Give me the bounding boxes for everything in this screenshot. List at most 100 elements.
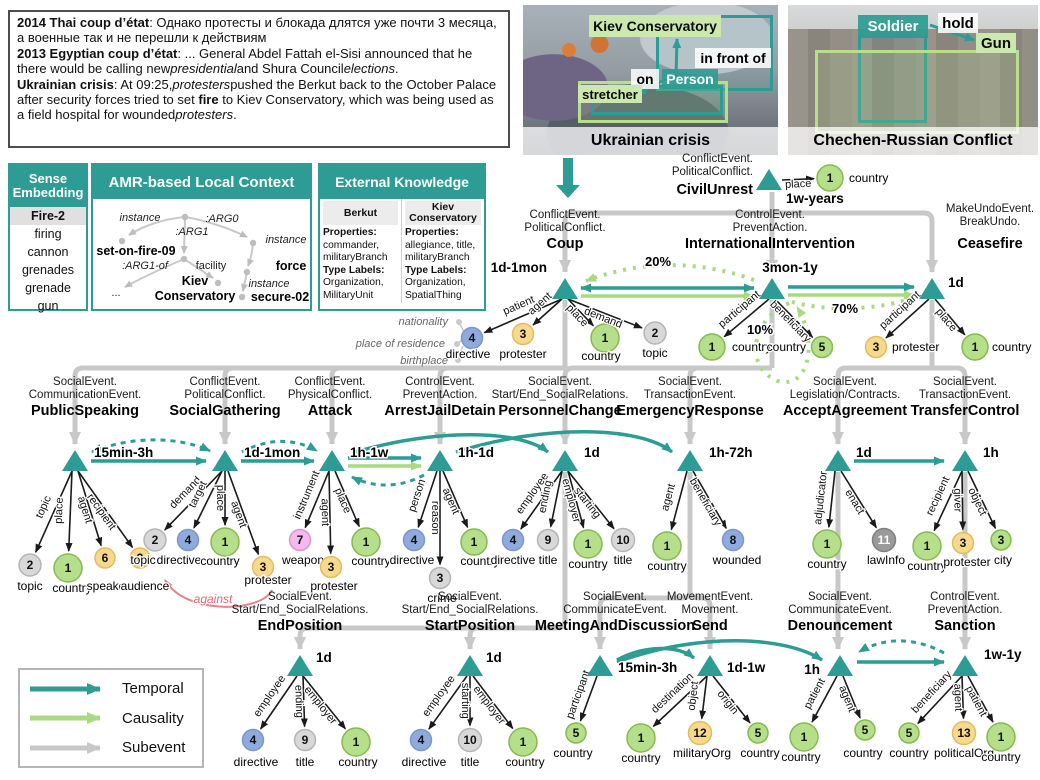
event-type-line: ControlEvent. [930,591,1000,603]
argument-edge [579,675,598,722]
argument-edge [774,298,814,339]
text-run: to Kiev Conservatory, which was being us… [17,92,494,123]
knowledge-line: allegiance, title, [405,239,476,251]
legend-label: Subevent [122,739,186,756]
argument-type: directive [402,755,447,769]
argument-count: 5 [819,340,826,354]
amr-edge [184,216,248,238]
event-name: Ceasefire [957,236,1022,252]
amr-node [180,255,188,263]
amr-edge [180,216,188,254]
argument-edge [428,675,468,730]
event-type-line: Legislation/Contracts. [790,389,901,401]
annotation-label: stretcher [578,85,642,103]
argument-edge [193,470,223,529]
argument-circle [288,528,312,552]
argument-circle [990,529,1012,551]
duration-label: 1d-1mon [491,260,547,275]
argument-edge [227,470,260,556]
duration-label: 1h-1w [350,445,389,460]
argument-edge [304,470,330,529]
argument-edge [417,470,438,529]
role-label: employer [470,684,507,728]
against-label: against [194,592,233,606]
argument-edge [840,470,878,529]
argument-count: 3 [328,560,335,574]
event-node-triangle [952,450,978,471]
event-type-line: SocialEvent. [583,591,647,603]
argument-count: 1 [363,535,370,549]
argument-circle [810,335,834,359]
amr-label: Kiev [182,274,208,288]
argument-type: protester [499,347,546,361]
argument-count: 3 [960,536,967,550]
event-type-line: ConflictEvent. [530,209,601,221]
text-run: : ... General Abdel Fattah el-Sisi annou… [17,45,473,77]
duration-label: 1h [804,662,820,677]
argument-type: directive [491,553,536,567]
argument-count: 1 [664,539,671,553]
argument-circle [898,722,920,744]
argument-edge [65,470,73,553]
role-label: giver [951,488,963,512]
argument-circle [816,164,844,192]
gray-edge [772,210,938,273]
argument-type: title [461,755,480,769]
text-run: pushed the Berkut back to the October Pa… [17,76,497,108]
knowledge-line: Type Labels: [405,265,481,278]
pct-label: 10% [747,322,773,337]
duration-label: 15min-3h [94,445,153,460]
argument-type: country [849,171,888,185]
argument-type: audience [121,579,170,593]
argument-count: 10 [616,533,630,547]
argument-type: directive [446,347,491,361]
amr-edge [183,258,214,279]
argument-type: topic [17,579,42,593]
annotation-label: Person [662,69,718,89]
argument-type: militaryOrg [673,746,731,760]
argument-count: 1 [972,340,979,354]
role-label: object [965,486,988,518]
role-label: place [214,485,226,511]
document-snippets-box: 2014 Thai coup d’état: Однако протесты и… [8,10,510,148]
subevent-arrow-icon [30,741,101,754]
role-label: agent [951,683,964,711]
event-type-line: PhysicalConflict. [288,389,372,401]
knowledge-line: Type Labels: [323,265,398,278]
argument-circle [319,555,343,579]
amr-label: instance [120,212,161,224]
role-label: ending [292,685,305,718]
teal-edge [455,430,674,454]
duration-label: 1h-1d [458,445,494,460]
knowledge-key: Type Labels: [323,264,385,276]
argument-type: country [338,755,377,769]
event-name: SocialGathering [169,403,280,419]
event-type-line: PoliticalConflict. [672,166,753,178]
text-run: Ukrainian crisis [17,76,114,92]
teal-edge [354,433,550,454]
role-label: place [53,497,66,524]
argument-type: country [807,557,846,571]
role-label: agent [659,483,678,513]
knowledge-line: Organization, [405,277,466,289]
event-node-triangle [319,450,345,471]
amr-context-box: AMR-based Local Context instance:ARG0:AR… [91,163,312,311]
image-caption: Ukrainian crisis [523,127,778,155]
event-type-line: MakeUndoEvent. [946,203,1034,215]
argument-circle [871,527,897,553]
argument-circle [460,528,488,556]
argument-edge [842,675,861,719]
teal-bounding-box [858,35,927,123]
event-type-line: ConflictEvent. [682,153,753,165]
argument-type: country [647,559,686,573]
argument-circle [341,727,371,757]
event-type-line: ControlEvent. [405,376,475,388]
teal-edge [241,439,318,454]
argument-edge [567,470,615,530]
argument-count: 5 [906,726,913,740]
amr-graph: instance:ARG0:ARG1set-on-fire-09:ARG1-of… [96,212,309,304]
role-label: starting [459,683,471,719]
